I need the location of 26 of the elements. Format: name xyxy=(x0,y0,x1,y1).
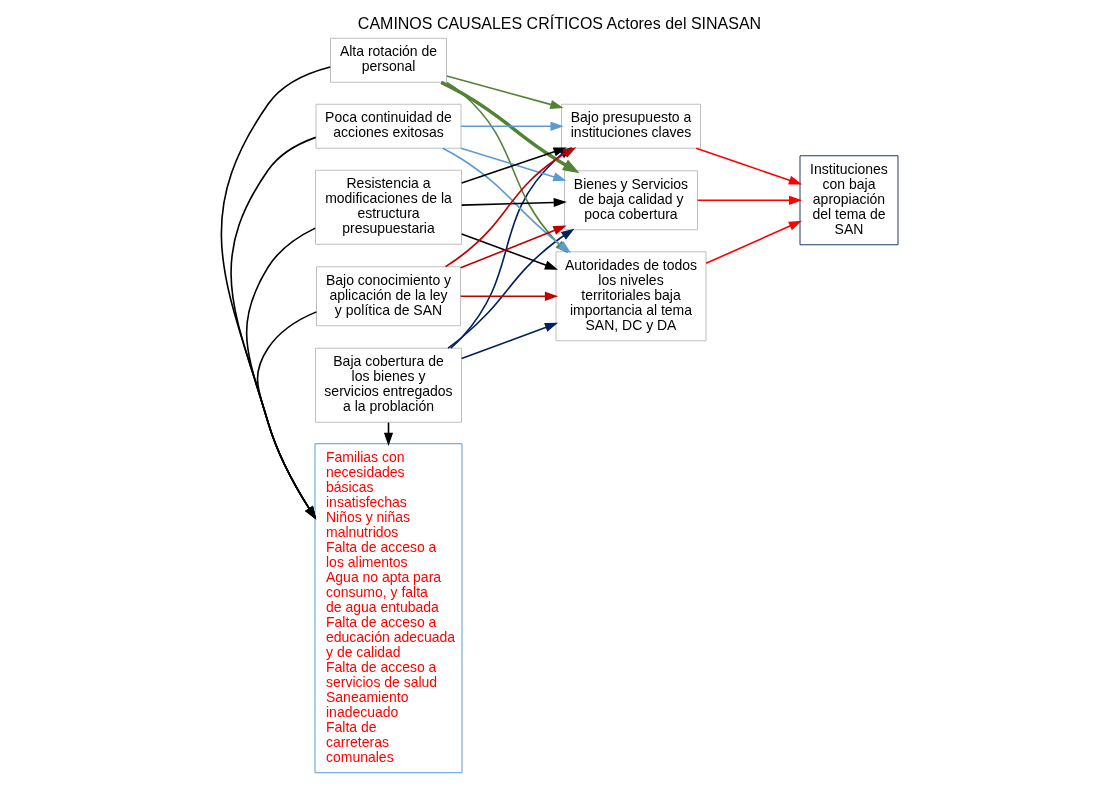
node-box: Bienes y Servicios de baja calidad y poca cobertura xyxy=(564,170,698,231)
arrow xyxy=(696,195,803,205)
node-box: Familias con necesidades básicas insatisfechas Niños y niñas malnutridos Falta de acceso a los alimentos Agua no apta para consumo, y falta de agua entubada Falta de acceso a educación adecuada y de calidad Falta de acceso a servicios de salud Saneamiento inadecuado Falta de carreteras comunales xyxy=(314,443,463,774)
arrow xyxy=(459,291,559,301)
node-box: Autoridades de todos los niveles territoriales baja importancia al tema SAN, DC y DA xyxy=(555,251,707,342)
arrow xyxy=(695,147,803,185)
arrow xyxy=(460,121,564,131)
node-box: Resistencia a modificaciones de la estructura presupuestaria xyxy=(315,169,462,245)
arrow xyxy=(460,322,559,360)
arrow xyxy=(460,233,559,270)
diagram-title: CAMINOS CAUSALES CRÍTICOS Actores del SINASAN xyxy=(357,15,762,33)
arrow xyxy=(220,66,332,520)
node-box: Instituciones con baja apropiación del tema de SAN xyxy=(799,155,899,246)
node-box: Bajo conocimiento y aplicación de la ley y política de SAN xyxy=(316,266,461,327)
node-box: Baja cobertura de los bienes y servicios entregados a la problación xyxy=(315,347,462,423)
arrow xyxy=(460,197,567,208)
node-box: Bajo presupuesto a instituciones claves xyxy=(561,103,701,149)
arrow xyxy=(440,80,580,174)
arrow xyxy=(245,227,317,520)
node-box: Poca continuidad de acciones exitosas xyxy=(315,103,462,149)
arrow xyxy=(447,228,575,349)
node-box: Alta rotación de personal xyxy=(330,37,447,83)
arrow xyxy=(230,136,317,520)
arrow xyxy=(256,311,318,520)
arrow xyxy=(446,75,564,109)
arrow xyxy=(705,220,803,265)
